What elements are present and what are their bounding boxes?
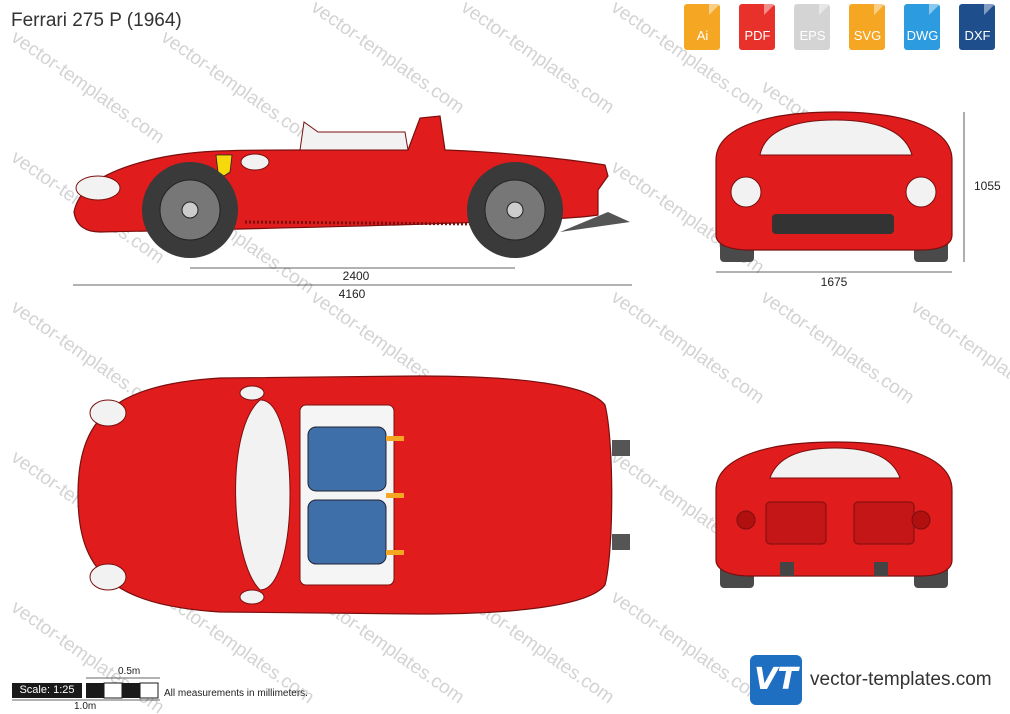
vt-logo-icon: VT	[750, 655, 802, 705]
scale-half-label: 0.5m	[118, 666, 141, 677]
scale-full-label: 1.0m	[74, 701, 97, 712]
dwg-format-label: DWG	[906, 28, 939, 43]
height-value: 1055	[974, 179, 1001, 193]
side-rear-hub	[506, 201, 524, 219]
top-windscreen	[235, 399, 291, 591]
wheelbase-value: 2400	[343, 269, 370, 283]
watermark: vector-templates.com	[157, 27, 318, 148]
dxf-format-button[interactable]: DXF	[953, 4, 1002, 51]
watermark: vector-templates.com	[907, 297, 1010, 418]
rear-right-exhaust	[874, 562, 888, 576]
top-belt	[386, 436, 404, 441]
rear-left-exhaust	[780, 562, 794, 576]
dxf-file-icon	[959, 4, 995, 50]
top-left-mirror	[239, 385, 265, 401]
top-left-headlight	[89, 399, 127, 427]
dwg-file-icon	[904, 4, 940, 50]
ai-format-label: Ai	[696, 28, 709, 43]
scale-segment	[103, 682, 123, 699]
side-sill	[244, 220, 481, 226]
scale-bar	[12, 677, 160, 701]
watermark: vector-templates.com	[607, 587, 768, 708]
pdf-format-label: PDF	[744, 28, 771, 43]
rear-left-grille	[765, 501, 827, 545]
top-belt	[386, 493, 404, 498]
top-left-seat	[307, 426, 387, 492]
top-exhaust-top	[612, 440, 630, 456]
pdf-format-button[interactable]: PDF	[733, 4, 782, 51]
rear-window	[769, 447, 901, 479]
watermark: vector-templates.com	[7, 27, 168, 148]
side-mirror	[240, 153, 270, 171]
svg-format-label: SVG	[853, 28, 882, 43]
page-title: Ferrari 275 P (1964)	[11, 10, 182, 31]
front-grille	[772, 214, 894, 234]
dwg-format-button[interactable]: DWG	[898, 4, 947, 51]
brand-link[interactable]: VT vector-templates.com	[750, 655, 992, 705]
dxf-format-label: DXF	[964, 28, 991, 43]
width-value: 1675	[821, 275, 848, 289]
scale-label: Scale: 1:25	[12, 683, 82, 698]
length-value: 4160	[339, 287, 366, 301]
watermark: vector-templates.com	[457, 0, 618, 118]
front-view	[715, 111, 953, 262]
measurement-note: All measurements in millimeters.	[164, 688, 308, 699]
side-headlight	[75, 175, 121, 201]
top-belt	[386, 550, 404, 555]
svg-file-icon	[849, 4, 885, 50]
side-view	[73, 115, 630, 258]
top-view	[77, 375, 630, 615]
watermark: vector-templates.com	[307, 0, 468, 118]
ai-file-icon	[684, 4, 720, 50]
front-right-headlight	[905, 176, 937, 208]
front-dimensions: 1675 1055	[716, 112, 1001, 289]
svg-format-button[interactable]: SVG	[843, 4, 892, 51]
watermark: vector-templates.com	[607, 287, 768, 408]
format-icons: Ai PDF EPS SVG DWG DXF	[678, 4, 1002, 51]
watermark: vector-templates.com	[607, 0, 768, 118]
top-right-headlight	[89, 563, 127, 591]
top-right-mirror	[239, 589, 265, 605]
ferrari-badge-icon	[215, 154, 233, 177]
scale-segment	[139, 682, 159, 699]
side-dimensions: 2400 4160	[73, 267, 632, 301]
side-front-hub	[181, 201, 199, 219]
eps-format-button[interactable]: EPS	[788, 4, 837, 51]
pdf-file-icon	[739, 4, 775, 50]
rear-right-taillight	[911, 510, 931, 530]
scale-segment	[122, 683, 140, 698]
top-right-seat	[307, 499, 387, 565]
side-diffuser	[560, 212, 630, 232]
watermark: vector-templates.com	[757, 287, 918, 408]
rear-left-taillight	[736, 510, 756, 530]
ai-format-button[interactable]: Ai	[678, 4, 727, 51]
front-windscreen	[759, 119, 913, 156]
eps-file-icon	[794, 4, 830, 50]
brand-text: vector-templates.com	[810, 669, 992, 690]
rear-right-grille	[853, 501, 915, 545]
scale-segment	[86, 683, 104, 698]
side-windscreen	[299, 121, 409, 151]
front-left-headlight	[730, 176, 762, 208]
top-exhaust-bottom	[612, 534, 630, 550]
rear-view	[715, 441, 953, 588]
eps-format-label: EPS	[799, 28, 826, 43]
